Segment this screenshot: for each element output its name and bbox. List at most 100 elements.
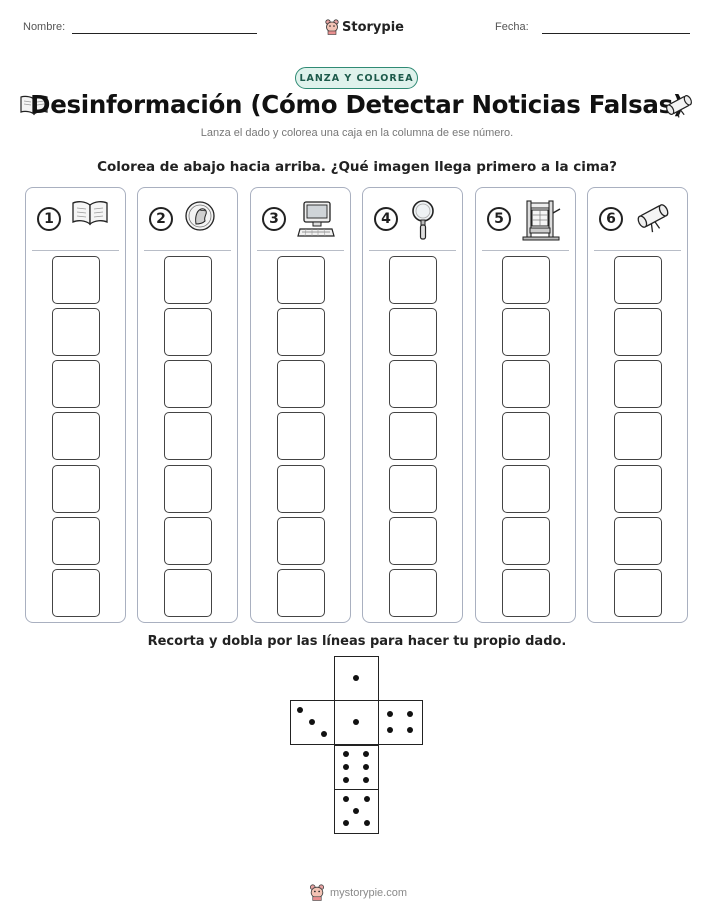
color-box[interactable] [164, 412, 212, 460]
color-box[interactable] [164, 256, 212, 304]
color-box[interactable] [164, 569, 212, 617]
color-box[interactable] [389, 517, 437, 565]
die-pip [309, 719, 315, 725]
activity-badge: LANZA Y COLOREA [295, 67, 418, 89]
die-pip [406, 727, 413, 734]
die-face-1 [334, 700, 379, 745]
name-label: Nombre: [23, 21, 66, 33]
die-pip [362, 764, 369, 770]
die-pip [363, 796, 370, 803]
color-box[interactable] [389, 256, 437, 304]
footer-url[interactable]: mystorypie.com [330, 886, 408, 899]
color-box[interactable] [389, 360, 437, 408]
column-divider [482, 250, 569, 251]
color-box[interactable] [164, 308, 212, 356]
page-header: Nombre: Storypie Fecha: [0, 19, 714, 39]
footer: mystorypie.com [309, 884, 407, 901]
open-book-icon [20, 95, 48, 116]
color-box[interactable] [502, 412, 550, 460]
color-box[interactable] [277, 465, 325, 513]
brand-logo: Storypie [325, 19, 404, 35]
storypie-mascot-icon [309, 884, 325, 901]
die-pip [387, 727, 394, 734]
color-box[interactable] [277, 256, 325, 304]
cut-instruction: Recorta y dobla por las líneas para hace… [147, 634, 567, 649]
color-box[interactable] [614, 412, 662, 460]
column-3: 3 [250, 187, 351, 623]
color-box[interactable] [389, 308, 437, 356]
die-pip [406, 710, 413, 717]
die-pip [353, 719, 359, 725]
column-number: 6 [599, 207, 623, 231]
date-label: Fecha: [495, 21, 529, 33]
color-box[interactable] [277, 569, 325, 617]
die-pip [343, 776, 350, 783]
column-1: 1 [25, 187, 126, 623]
color-box[interactable] [502, 360, 550, 408]
die-pip [363, 819, 370, 826]
color-box[interactable] [389, 569, 437, 617]
scroll-icon [666, 95, 692, 118]
color-box[interactable] [614, 360, 662, 408]
die-face-6 [334, 745, 379, 790]
column-divider [594, 250, 681, 251]
storypie-mascot-icon [325, 19, 339, 35]
color-box[interactable] [277, 412, 325, 460]
date-line[interactable] [542, 33, 690, 34]
coloring-instruction: Colorea de abajo hacia arriba. ¿Qué imag… [97, 159, 617, 175]
color-box[interactable] [52, 360, 100, 408]
die-pip [353, 808, 359, 814]
open-book-icon [71, 199, 109, 231]
column-4: 4 [362, 187, 463, 623]
printing-press-icon [521, 199, 561, 245]
column-number: 1 [37, 207, 61, 231]
color-box[interactable] [614, 465, 662, 513]
color-box[interactable] [502, 308, 550, 356]
column-number: 3 [262, 207, 286, 231]
coin-icon [183, 199, 217, 237]
color-box[interactable] [614, 256, 662, 304]
color-box[interactable] [52, 517, 100, 565]
name-line[interactable] [72, 33, 257, 34]
color-box[interactable] [164, 360, 212, 408]
die-face-4 [378, 700, 423, 745]
die-pip [342, 796, 349, 803]
die-pip [342, 819, 349, 826]
color-box[interactable] [502, 569, 550, 617]
color-box[interactable] [52, 569, 100, 617]
die-pip [320, 730, 327, 737]
color-box[interactable] [277, 360, 325, 408]
column-number: 2 [149, 207, 173, 231]
color-box[interactable] [164, 517, 212, 565]
column-number: 5 [487, 207, 511, 231]
color-box[interactable] [52, 256, 100, 304]
color-box[interactable] [614, 569, 662, 617]
column-divider [257, 250, 344, 251]
color-box[interactable] [52, 308, 100, 356]
die-pip [353, 675, 359, 681]
color-box[interactable] [614, 308, 662, 356]
color-box[interactable] [502, 517, 550, 565]
column-number: 4 [374, 207, 398, 231]
color-box[interactable] [277, 517, 325, 565]
die-pip [387, 710, 394, 717]
column-6: 6 [587, 187, 688, 623]
color-box[interactable] [502, 465, 550, 513]
color-box[interactable] [52, 412, 100, 460]
column-divider [369, 250, 456, 251]
color-box[interactable] [164, 465, 212, 513]
color-box[interactable] [389, 412, 437, 460]
column-divider [32, 250, 119, 251]
color-box[interactable] [614, 517, 662, 565]
color-box[interactable] [389, 465, 437, 513]
computer-icon [296, 199, 336, 243]
column-2: 2 [137, 187, 238, 623]
color-box[interactable] [502, 256, 550, 304]
color-box[interactable] [52, 465, 100, 513]
column-5: 5 [475, 187, 576, 623]
page-subtitle: Lanza el dado y colorea una caja en la c… [200, 127, 514, 139]
die-face-3 [290, 700, 335, 745]
die-pip [343, 764, 350, 770]
color-box[interactable] [277, 308, 325, 356]
die-face-1 [334, 656, 379, 701]
